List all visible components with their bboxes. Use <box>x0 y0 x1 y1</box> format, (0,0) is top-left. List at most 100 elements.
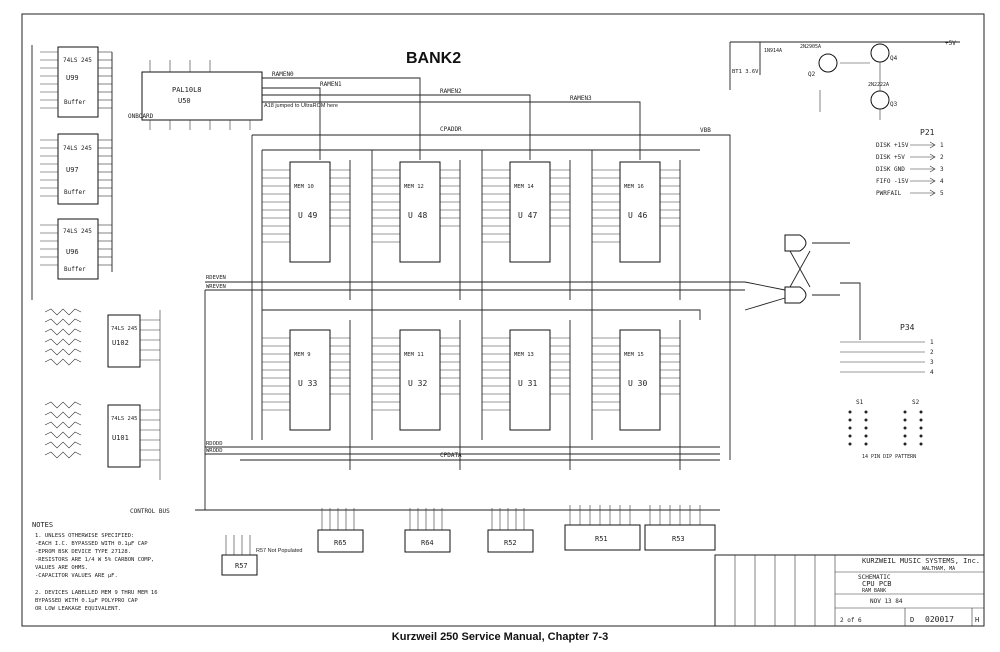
data-bus-label: CPDATA <box>440 452 462 459</box>
resistor-pack-pins <box>225 505 701 555</box>
svg-text:BT1 3.6V: BT1 3.6V <box>732 69 759 75</box>
notes-block: NOTES 1. UNLESS OTHERWISE SPECIFIED: -EA… <box>32 521 158 612</box>
address-drops <box>261 149 700 440</box>
svg-text:74LS 245: 74LS 245 <box>111 416 138 422</box>
svg-text:U 49: U 49 <box>298 211 317 220</box>
svg-text:SCHEMATIC: SCHEMATIC <box>858 574 891 581</box>
ramen-lines: RAMEN0 RAMEN1 RAMEN2 RAMEN3 <box>262 71 641 160</box>
svg-text:MEM 9: MEM 9 <box>294 352 311 358</box>
memory-pins <box>262 169 680 411</box>
svg-text:RDEVEN: RDEVEN <box>206 275 226 281</box>
buffer-u97: 74LS 245 U97 Buffer <box>57 133 99 205</box>
svg-text:-RESISTORS ARE 1/4 W 5% CARBON: -RESISTORS ARE 1/4 W 5% CARBON COMP, <box>35 557 154 563</box>
svg-text:RAMEN3: RAMEN3 <box>570 95 592 102</box>
svg-text:WREVEN: WREVEN <box>206 284 226 290</box>
title-block: KURZWEIL MUSIC SYSTEMS, Inc. WALTHAM, MA… <box>714 554 985 627</box>
svg-text:2N2905A: 2N2905A <box>800 44 821 50</box>
resistor-pack-r57: R57 <box>221 554 258 576</box>
sheet-border <box>21 13 985 627</box>
svg-text:FIFO -15V: FIFO -15V <box>876 178 909 185</box>
pal-u50: PAL10L8 U50 ONBOARD <box>128 60 263 130</box>
svg-text:U 33: U 33 <box>298 379 317 388</box>
svg-text:020017: 020017 <box>925 615 954 624</box>
svg-text:R65: R65 <box>334 539 347 547</box>
svg-text:VBB: VBB <box>700 127 711 134</box>
svg-text:-CAPACITOR VALUES ARE μF.: -CAPACITOR VALUES ARE μF. <box>35 573 118 579</box>
data-drops <box>349 160 681 470</box>
control-bus-label: CONTROL BUS <box>130 508 170 515</box>
svg-text:RAMEN0: RAMEN0 <box>272 71 294 78</box>
svg-text:U50: U50 <box>178 97 191 105</box>
svg-text:BYPASSED WITH 0.1μF POLYPRO CA: BYPASSED WITH 0.1μF POLYPRO CAP <box>35 598 138 604</box>
svg-text:ONBOARD: ONBOARD <box>128 113 154 120</box>
svg-text:P34: P34 <box>900 323 915 332</box>
svg-text:4: 4 <box>930 369 934 376</box>
buffer-u96: 74LS 245 U96 Buffer <box>57 218 99 280</box>
svg-text:U 48: U 48 <box>408 211 427 220</box>
svg-text:3: 3 <box>940 166 944 173</box>
svg-text:U102: U102 <box>112 339 129 347</box>
control-bus-line <box>195 290 720 511</box>
svg-text:MEM 11: MEM 11 <box>404 352 424 358</box>
svg-text:WALTHAM, MA: WALTHAM, MA <box>922 566 955 572</box>
left-bus <box>31 45 113 300</box>
svg-text:1N914A: 1N914A <box>764 48 782 54</box>
svg-text:Buffer: Buffer <box>64 189 86 196</box>
svg-text:+5V: +5V <box>945 40 956 47</box>
svg-text:MEM 13: MEM 13 <box>514 352 534 358</box>
switch-patterns: S1 S2 14 PIN DIP PATTERN <box>848 399 923 460</box>
memory-chip-u46: MEM 16 U 46 <box>619 161 661 263</box>
svg-text:NOV 13 84: NOV 13 84 <box>870 598 903 605</box>
svg-text:Q4: Q4 <box>890 55 898 62</box>
svg-text:CPADDR: CPADDR <box>440 126 462 133</box>
svg-text:2: 2 <box>940 154 944 161</box>
svg-text:3: 3 <box>930 359 934 366</box>
svg-text:Buffer: Buffer <box>64 266 86 273</box>
buffer-pins <box>40 51 112 266</box>
svg-text:74LS 245: 74LS 245 <box>111 326 138 332</box>
buffer-u99: 74LS 245 U99 Buffer <box>57 46 99 118</box>
svg-text:U 31: U 31 <box>518 379 537 388</box>
svg-text:MEM 15: MEM 15 <box>624 352 644 358</box>
memory-chip-u48: MEM 12 U 48 <box>399 161 441 263</box>
svg-text:U 47: U 47 <box>518 211 537 220</box>
svg-text:MEM 10: MEM 10 <box>294 184 314 190</box>
svg-text:DISK GND: DISK GND <box>876 166 905 173</box>
svg-text:2: 2 <box>930 349 934 356</box>
svg-text:74LS 245: 74LS 245 <box>63 57 92 64</box>
memory-chip-u49: MEM 10 U 49 <box>289 161 331 263</box>
svg-text:U 46: U 46 <box>628 211 647 220</box>
connector-p34: P34 1 2 3 4 <box>840 323 934 376</box>
svg-text:2 of 6: 2 of 6 <box>840 617 862 624</box>
svg-text:P21: P21 <box>920 128 935 137</box>
svg-text:S1: S1 <box>856 399 864 406</box>
svg-text:2N2222A: 2N2222A <box>868 82 889 88</box>
svg-text:Q3: Q3 <box>890 101 898 108</box>
svg-text:-EPROM BSK DEVICE TYPE 27128.: -EPROM BSK DEVICE TYPE 27128. <box>35 549 131 555</box>
svg-text:4: 4 <box>940 178 944 185</box>
svg-text:MEM 14: MEM 14 <box>514 184 535 190</box>
svg-text:WRODD: WRODD <box>206 448 223 454</box>
memory-chip-u32: MEM 11 U 32 <box>399 329 441 431</box>
svg-text:-EACH I.C. BYPASSED WITH 0.1μF: -EACH I.C. BYPASSED WITH 0.1μF CAP <box>35 541 148 547</box>
svg-text:PWRFAIL: PWRFAIL <box>876 190 902 197</box>
svg-text:R53: R53 <box>672 535 685 543</box>
svg-text:R64: R64 <box>421 539 434 547</box>
svg-text:U99: U99 <box>66 74 79 82</box>
memory-chip-u33: MEM 9 U 33 <box>289 329 331 431</box>
resistor-pack-r64: R64 <box>404 529 451 553</box>
svg-text:1: 1 <box>940 142 944 149</box>
svg-text:H: H <box>975 616 979 624</box>
svg-text:R52: R52 <box>504 539 517 547</box>
svg-text:DISK +15V: DISK +15V <box>876 142 909 149</box>
svg-text:R57: R57 <box>235 562 248 570</box>
svg-text:U 32: U 32 <box>408 379 427 388</box>
logic-gates-u45 <box>744 234 861 340</box>
svg-text:PAL10L8: PAL10L8 <box>172 86 202 94</box>
mid-bus <box>262 309 701 320</box>
power-section: Q2 Q3 Q4 BT1 3.6V 2N2905A 2N2222A 1N914A… <box>729 40 960 120</box>
resistor-pack-r65: R65 <box>317 529 364 553</box>
svg-text:MEM 12: MEM 12 <box>404 184 424 190</box>
